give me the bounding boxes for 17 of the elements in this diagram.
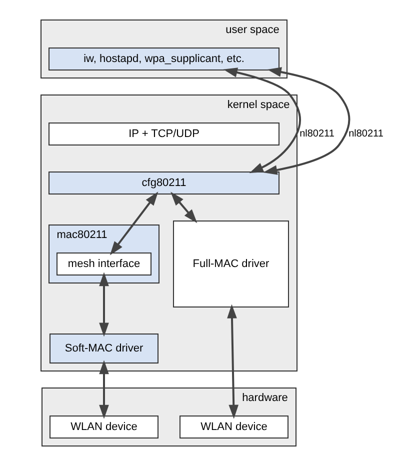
node-box: mesh interface bbox=[56, 252, 152, 276]
node-box: IP + TCP/UDP bbox=[48, 122, 280, 146]
node-box: iw, hostapd, wpa_supplicant, etc. bbox=[48, 48, 280, 70]
node-box: cfg80211 bbox=[48, 172, 280, 194]
node-box: Soft-MAC driver bbox=[50, 334, 158, 364]
node-box: WLAN device bbox=[180, 416, 288, 438]
arrow bbox=[223, 68, 301, 174]
arrow bbox=[263, 67, 350, 175]
edge-label: nl80211 bbox=[300, 128, 334, 140]
arrow bbox=[227, 304, 239, 419]
node-box: Full-MAC driver bbox=[173, 220, 289, 308]
arrow bbox=[99, 272, 109, 337]
node-box: WLAN device bbox=[50, 416, 158, 438]
arrow bbox=[110, 192, 158, 256]
edge-label: nl80211 bbox=[348, 128, 384, 140]
arrow bbox=[99, 360, 109, 419]
arrow bbox=[170, 192, 198, 224]
